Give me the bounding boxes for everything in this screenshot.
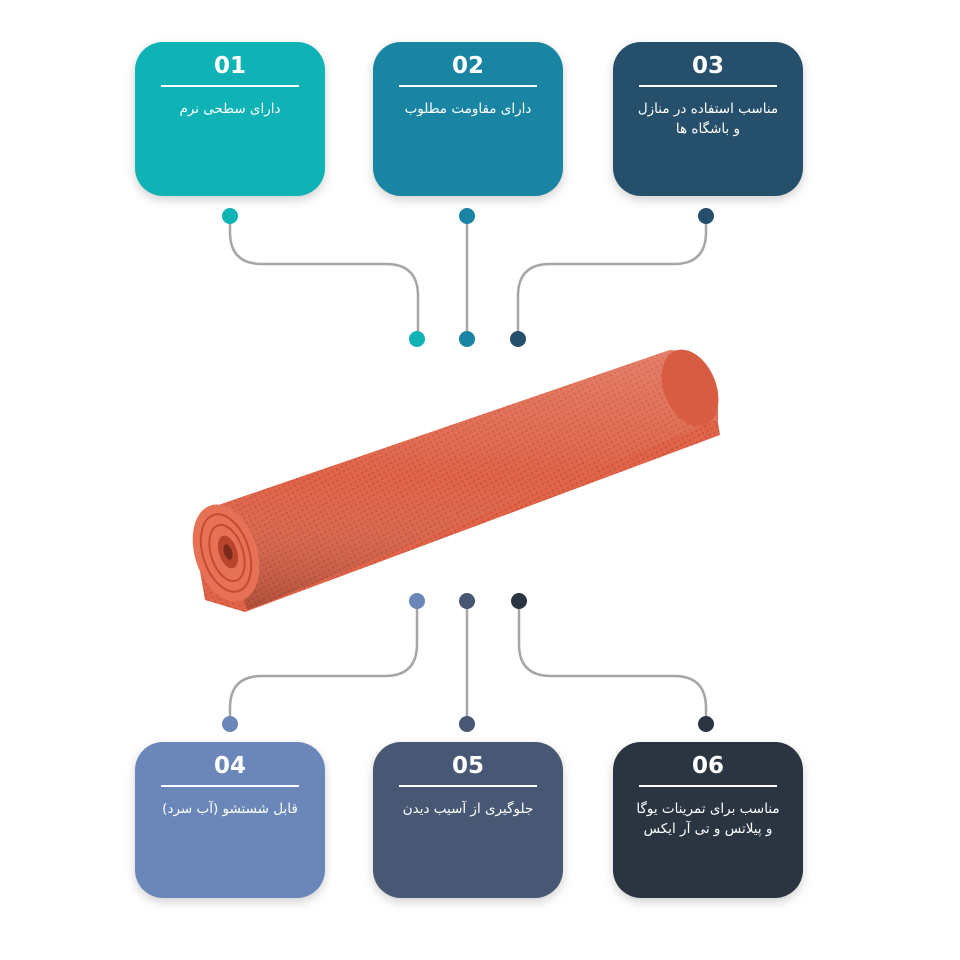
dot-6-bottom [698,716,714,732]
feature-card-02: 02 دارای مقاومت مطلوب [373,42,563,196]
card-number: 06 [691,753,724,779]
card-text: جلوگیری از آسیب دیدن [402,801,534,817]
dot-3-top [698,208,714,224]
dot-6-top [511,593,527,609]
dot-3-bottom [510,331,526,347]
card-number: 03 [691,53,724,79]
dot-4-top [409,593,425,609]
connector-1 [228,216,420,338]
dot-2-top [459,208,475,224]
card-text: دارای سطحی نرم [179,101,281,117]
card-text: مناسب استفاده در منازل و باشگاه ها [637,101,779,137]
feature-card-04: 04 قابل شستشو (آب سرد) [135,742,325,898]
card-divider [639,85,777,87]
feature-card-06: 06 مناسب برای تمرینات یوگا و پیلاتس و تی… [613,742,803,898]
feature-card-05: 05 جلوگیری از آسیب دیدن [373,742,563,898]
feature-card-01: 01 دارای سطحی نرم [135,42,325,196]
card-divider [639,785,777,787]
dot-2-bottom [459,331,475,347]
connector-6 [517,601,708,724]
card-text: دارای مقاومت مطلوب [404,101,532,117]
dot-1-top [222,208,238,224]
card-number: 02 [451,53,484,79]
connector-4 [228,601,419,724]
card-number: 01 [213,53,246,79]
dot-5-top [459,593,475,609]
card-divider [399,85,537,87]
yoga-mat-illustration [192,349,720,612]
card-text: مناسب برای تمرینات یوگا و پیلاتس و تی آر… [636,801,780,837]
connector-3 [516,216,708,338]
card-divider [399,785,537,787]
dot-1-bottom [409,331,425,347]
feature-card-03: 03 مناسب استفاده در منازل و باشگاه ها [613,42,803,196]
card-number: 05 [451,753,484,779]
dot-5-bottom [459,716,475,732]
card-divider [161,85,299,87]
dot-4-bottom [222,716,238,732]
card-text: قابل شستشو (آب سرد) [162,801,298,817]
card-divider [161,785,299,787]
card-number: 04 [213,753,246,779]
